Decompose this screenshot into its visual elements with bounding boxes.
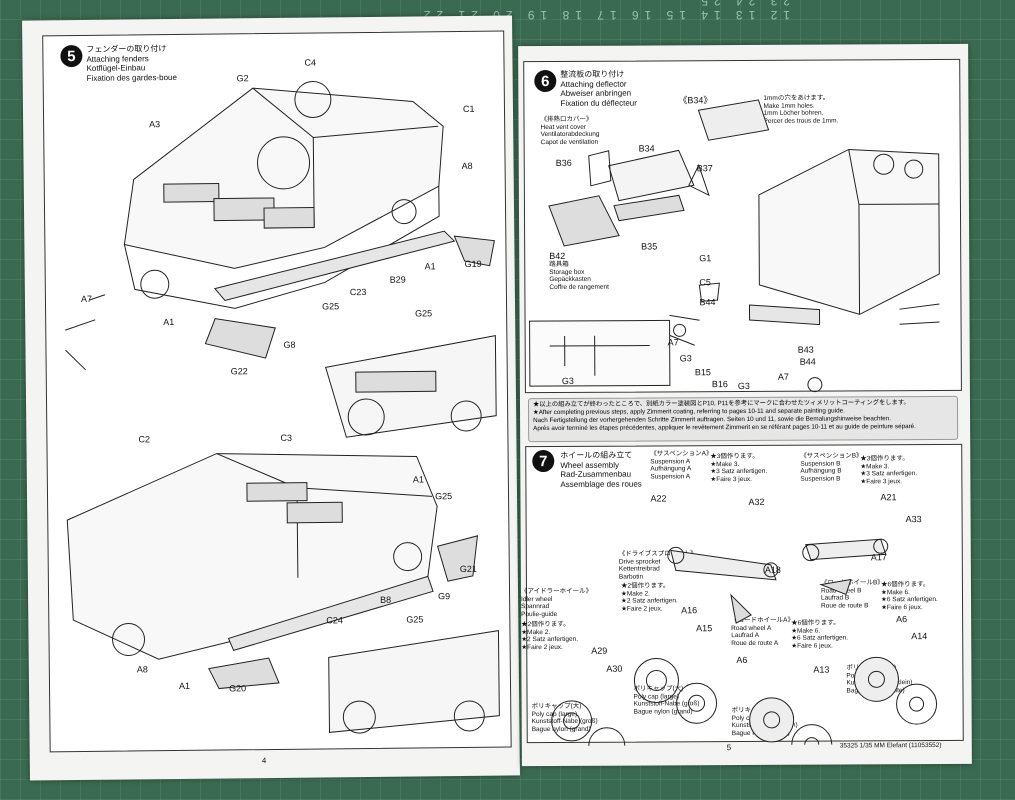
label-B8: B8	[380, 594, 392, 605]
label-A29: A29	[591, 645, 608, 656]
label-G25: G25	[321, 301, 340, 312]
label-A3: A3	[149, 119, 161, 130]
label-B34: B34	[638, 143, 655, 154]
label-A6: A6	[736, 654, 748, 666]
deflector-diagram	[529, 99, 940, 393]
fender-diagram	[65, 81, 500, 734]
label-C5: C5	[699, 277, 711, 288]
label-A7b: A7	[777, 371, 789, 382]
label-A22: A22	[650, 493, 667, 504]
label-C23: C23	[349, 286, 367, 298]
label-C1: C1	[462, 103, 475, 114]
zimmerit-note: ★以上の組み立てが終わったところで、別紙カラー塗装図とP10, P11を参考にマ…	[527, 395, 959, 443]
label-A14: A14	[911, 631, 928, 642]
label-G3b: G3	[737, 380, 750, 392]
label-A18: A18	[764, 564, 781, 575]
label-C24: C24	[326, 615, 343, 626]
label-A1c: A1	[412, 474, 424, 485]
kit-footer: 35325 1/35 MM Elefant (11053552)	[839, 741, 942, 750]
label-G9: G9	[438, 591, 451, 602]
label-A30: A30	[606, 663, 623, 674]
label-A8: A8	[461, 160, 473, 171]
label-C4: C4	[304, 57, 317, 68]
label-A15: A15	[696, 623, 713, 634]
label-B37: B37	[696, 163, 713, 174]
label-G20: G20	[228, 683, 247, 694]
label-B44: B44	[699, 297, 716, 308]
label-A1b: A1	[163, 317, 175, 328]
label-B44b: B44	[799, 356, 816, 367]
page-number-right: 5	[726, 743, 732, 753]
label-A32: A32	[748, 496, 765, 507]
label-B16: B16	[711, 379, 728, 390]
label-G3c: G3	[561, 375, 574, 386]
label-A17: A17	[870, 552, 887, 563]
label-B29: B29	[389, 274, 406, 285]
label-C2: C2	[138, 434, 150, 445]
label-A1d: A1	[178, 680, 191, 691]
label-C3: C3	[280, 432, 292, 443]
label-A16: A16	[681, 605, 698, 616]
label-G2: G2	[236, 73, 249, 84]
wheel-diagram	[551, 538, 938, 747]
label-B43: B43	[797, 344, 814, 355]
label-G25d: G25	[406, 614, 424, 625]
label-G3: G3	[679, 353, 692, 364]
label-B35: B35	[641, 241, 658, 252]
label-A7: A7	[80, 293, 93, 304]
label-B15: B15	[694, 367, 711, 378]
label-G25c: G25	[434, 491, 453, 502]
label-A7: A7	[667, 337, 679, 348]
label-A8b: A8	[136, 664, 148, 675]
label-B36: B36	[555, 157, 572, 168]
label-G19: G19	[464, 258, 482, 269]
label-A1: A1	[424, 261, 436, 272]
label-A21: A21	[880, 492, 897, 503]
label-A13: A13	[813, 664, 830, 675]
label-A6b: A6	[896, 614, 908, 625]
label-G25b: G25	[415, 308, 433, 319]
label-G21: G21	[459, 563, 477, 575]
label-A33: A33	[905, 514, 922, 525]
page-number-left: 4	[261, 756, 267, 766]
label-G22: G22	[230, 366, 248, 377]
label-G1: G1	[699, 253, 712, 264]
label-G8: G8	[283, 339, 296, 350]
